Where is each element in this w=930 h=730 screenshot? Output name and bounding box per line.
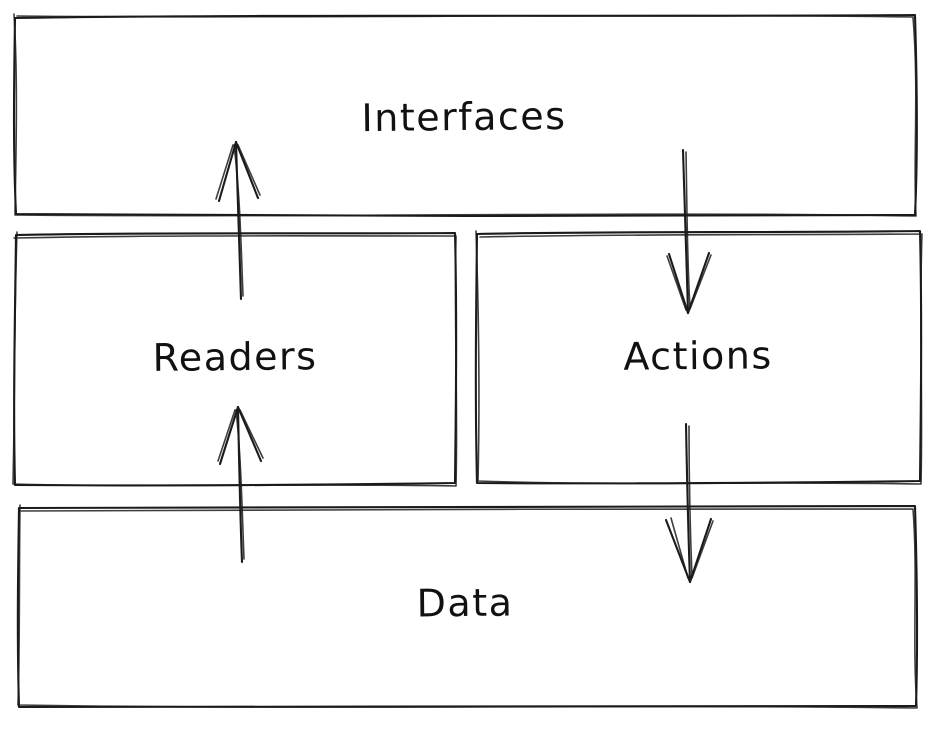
actions-box-label: Actions <box>623 333 773 379</box>
arrow-interfaces-to-actions <box>666 148 712 315</box>
interfaces-box-label: Interfaces <box>361 93 567 141</box>
readers-box-label: Readers <box>152 334 318 380</box>
arrow-readers-to-interfaces <box>215 140 261 301</box>
arrow-actions-to-data <box>664 422 714 584</box>
data-box-label: Data <box>416 580 514 626</box>
interfaces-box-outline <box>12 13 918 218</box>
data-box-outline <box>16 504 919 709</box>
arrow-data-to-readers <box>217 405 264 564</box>
actions-box-outline <box>474 229 923 485</box>
